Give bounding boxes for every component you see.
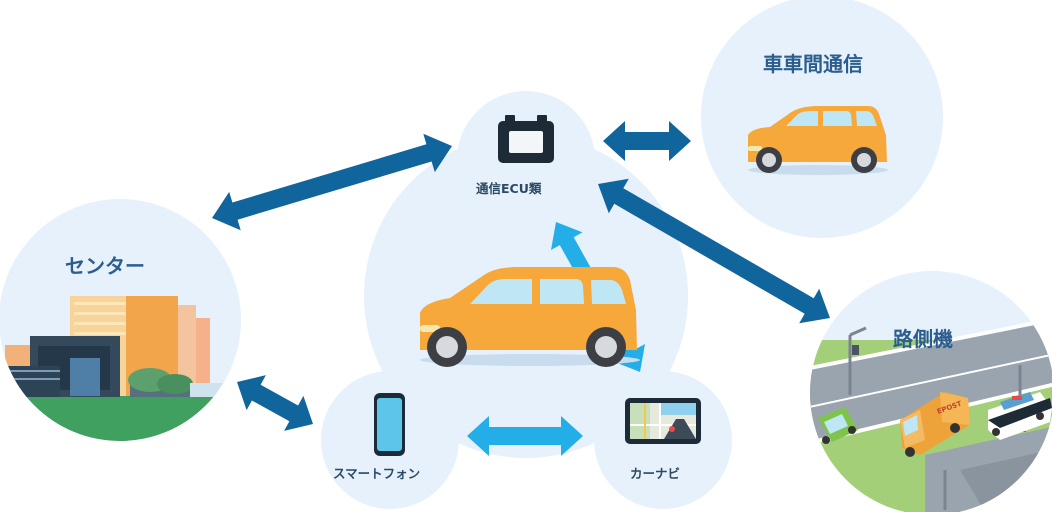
carnavi-label: カーナビ — [630, 466, 681, 481]
carnavi-icon — [625, 398, 701, 444]
roadside-label: 路側機 — [893, 327, 953, 351]
ecu-label: 通信ECU類 — [476, 181, 542, 196]
smartphone-label: スマートフォン — [333, 466, 421, 481]
smartphone-icon — [374, 393, 405, 456]
arrow-ecu-v2v — [603, 121, 691, 161]
arrow-ecu-center — [212, 133, 452, 231]
v2v-car-illustration — [748, 106, 888, 175]
arrow-ecu-roadside — [598, 178, 830, 324]
ecu-box-icon — [498, 115, 554, 163]
main-car-illustration — [420, 267, 640, 367]
arrow-smartphone-carnavi — [467, 416, 583, 456]
v2v-label: 車車間通信 — [763, 52, 863, 76]
center-label: センター — [65, 254, 145, 278]
arrow-center-smartphone — [237, 375, 313, 431]
